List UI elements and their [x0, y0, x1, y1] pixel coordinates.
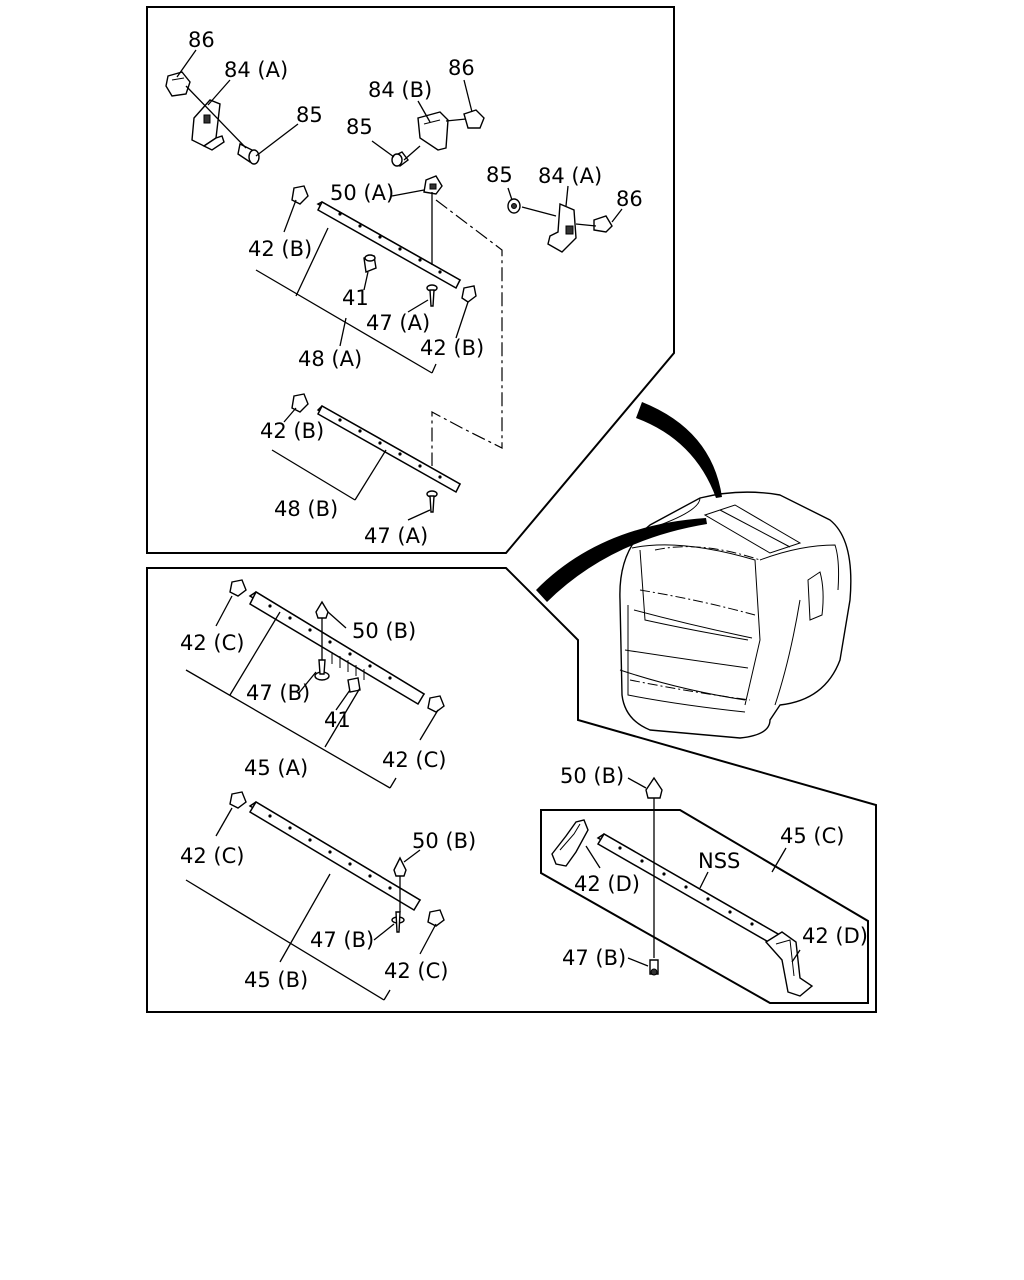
clip-42c-a — [229, 579, 247, 597]
nut-41-a — [363, 254, 377, 273]
label-86-b: 86 — [448, 56, 475, 80]
label-42d-b: 42 (D) — [802, 924, 868, 948]
screw-85-b — [391, 151, 409, 168]
label-42c-d: 42 (C) — [384, 959, 448, 983]
callout-arc-upper — [636, 402, 722, 498]
screw-47b-c — [649, 959, 659, 976]
bracket-84a-b — [547, 202, 577, 253]
label-47a-b: 47 (A) — [364, 524, 428, 548]
label-84a-b: 84 (A) — [538, 164, 602, 188]
label-84a-a: 84 (A) — [224, 58, 288, 82]
clip-86-a — [165, 71, 191, 97]
screw-47a-a — [426, 284, 438, 307]
screw-47b-b — [391, 911, 405, 933]
clip-42c-c — [229, 791, 247, 809]
clip-86-b — [463, 109, 485, 129]
label-85-b: 85 — [346, 115, 373, 139]
label-41-a: 41 — [342, 286, 369, 310]
label-45b: 45 (B) — [244, 968, 308, 992]
label-42b-b: 42 (B) — [420, 336, 484, 360]
label-47b-b: 47 (B) — [310, 928, 374, 952]
clip-50b-c — [645, 776, 663, 799]
label-45a: 45 (A) — [244, 756, 308, 780]
clip-50b-b — [393, 856, 407, 877]
bracket-42d-b — [764, 931, 814, 997]
label-48b: 48 (B) — [274, 497, 338, 521]
label-42b-a: 42 (B) — [248, 237, 312, 261]
label-47b-a: 47 (B) — [246, 681, 310, 705]
label-42d-a: 42 (D) — [574, 872, 640, 896]
nss-inset-frame — [540, 809, 869, 1004]
label-47a-a: 47 (A) — [366, 311, 430, 335]
label-47b-c: 47 (B) — [562, 946, 626, 970]
label-86-a: 86 — [188, 28, 215, 52]
screw-47b-a — [314, 659, 330, 681]
callout-arc-lower — [536, 518, 707, 602]
bracket-84b — [417, 111, 449, 151]
label-nss: NSS — [698, 849, 740, 873]
label-85-c: 85 — [486, 163, 513, 187]
label-86-c: 86 — [616, 187, 643, 211]
bracket-42d-a — [551, 819, 589, 867]
clip-42b-a — [291, 185, 309, 205]
bracket-84a-a — [191, 99, 225, 151]
clip-42b-c — [291, 393, 309, 413]
screw-85-c — [507, 198, 521, 214]
lower-leader-lines — [185, 595, 801, 1001]
clip-42c-d — [427, 909, 445, 927]
vehicle-rear-illustration — [619, 491, 852, 739]
rail-45a — [248, 590, 426, 706]
label-84b: 84 (B) — [368, 78, 432, 102]
label-50a: 50 (A) — [330, 181, 394, 205]
label-48a: 48 (A) — [298, 347, 362, 371]
rail-48a — [316, 200, 462, 290]
screw-47a-b — [426, 490, 438, 513]
label-41-b: 41 — [324, 708, 351, 732]
clip-50a — [423, 175, 443, 195]
screw-85-a — [237, 142, 260, 165]
nut-41-b — [347, 677, 361, 693]
lower-panel-frame — [146, 567, 877, 1013]
label-42c-c: 42 (C) — [180, 844, 244, 868]
upper-panel-frame — [146, 6, 675, 554]
label-42b-c: 42 (B) — [260, 419, 324, 443]
upper-leader-lines — [176, 49, 623, 521]
label-50b-a: 50 (B) — [352, 619, 416, 643]
label-42c-b: 42 (C) — [382, 748, 446, 772]
clip-50b-a — [315, 600, 329, 619]
clip-86-c — [593, 215, 613, 233]
label-85-a: 85 — [296, 103, 323, 127]
rail-48b — [316, 404, 462, 494]
clip-42b-b — [461, 285, 477, 303]
label-50b-b: 50 (B) — [412, 829, 476, 853]
label-42c-a: 42 (C) — [180, 631, 244, 655]
callout-labels: 86 84 (A) 85 84 (B) 86 85 50 (A) 85 84 (… — [180, 28, 868, 992]
rail-45b — [248, 800, 422, 912]
clip-42c-b — [427, 695, 445, 713]
label-45c: 45 (C) — [780, 824, 844, 848]
label-50b-c: 50 (B) — [560, 764, 624, 788]
